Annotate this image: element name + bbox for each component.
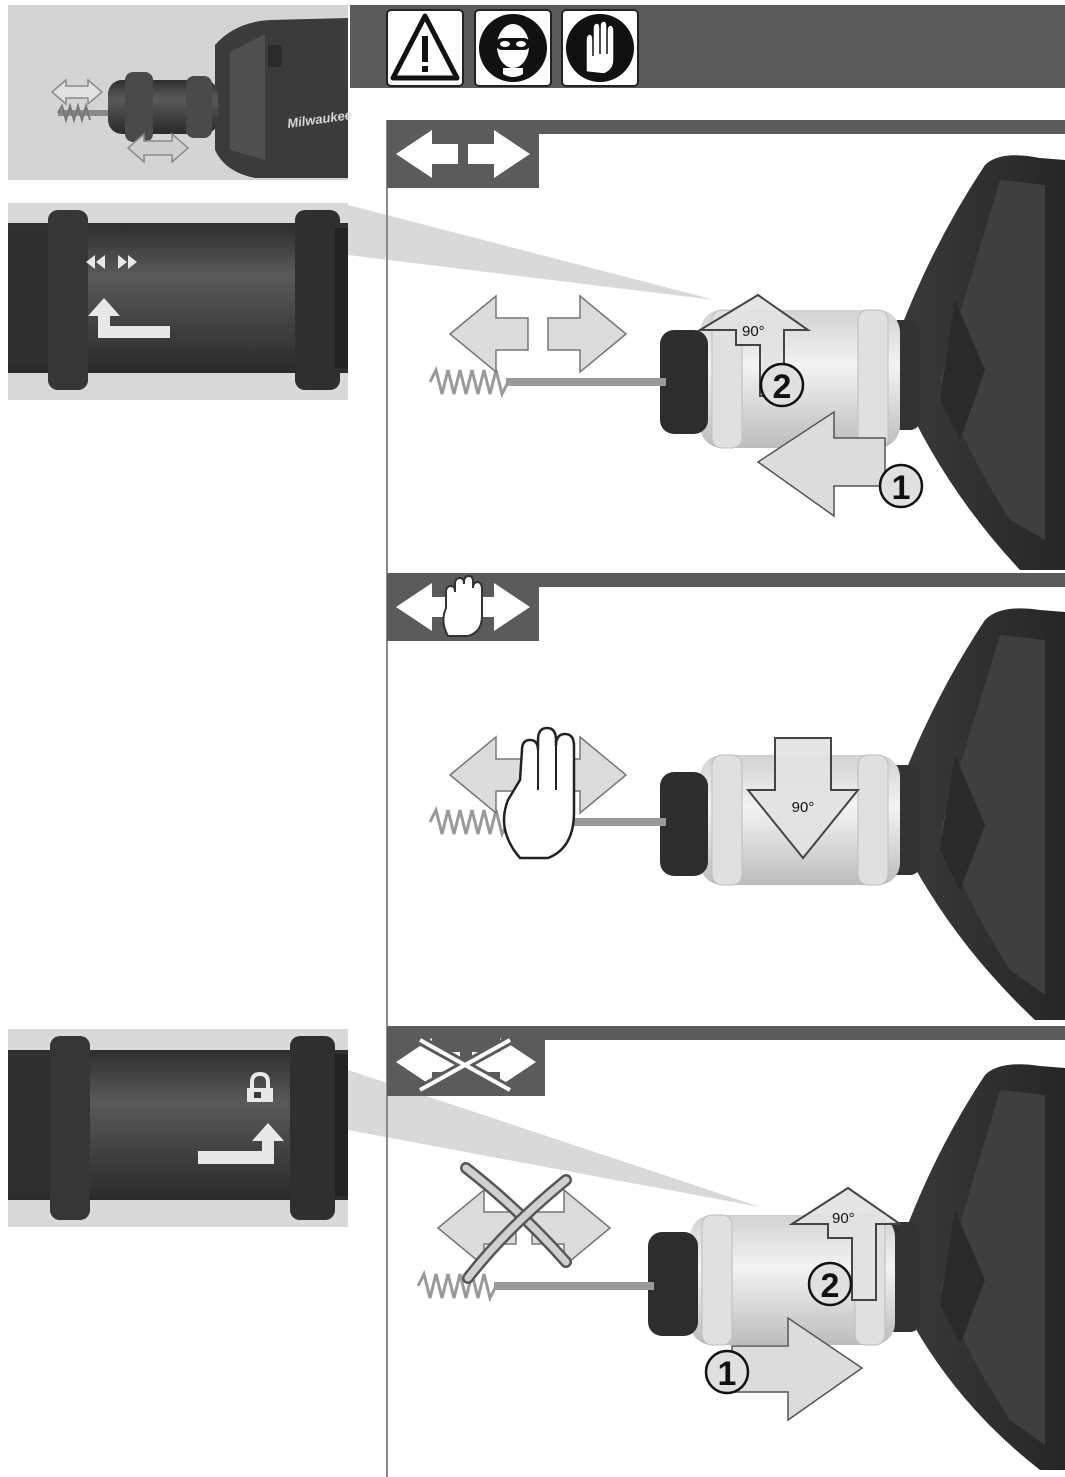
section-band-feed: [387, 120, 1065, 188]
rotate-arrow-icon: [88, 298, 170, 338]
rotate-arrow-icon: [198, 1123, 284, 1164]
step-2-badge: 2: [759, 362, 805, 408]
header-band: [350, 5, 1065, 88]
bidirectional-arrows-icon: [396, 130, 530, 178]
step-number: 1: [892, 469, 911, 507]
rotate-90-down-arrow: 90°: [745, 737, 861, 860]
section-band-lock: [387, 1026, 1065, 1096]
step-2-badge: 2: [807, 1261, 853, 1307]
warning-icon: [386, 9, 464, 87]
step-1-arrow: [756, 410, 886, 518]
callout-wedge: [348, 1070, 760, 1207]
step-number: 2: [821, 1267, 840, 1305]
drain-tool-lock: [416, 1064, 1065, 1470]
collar-detail-lock: [8, 1029, 348, 1227]
section-band-manual: [387, 573, 1065, 641]
push-back-arrows-disabled: [436, 1188, 612, 1268]
lock-symbol-icon: [247, 1071, 273, 1102]
callout-wedge: [348, 205, 715, 300]
drain-tool-feed: [428, 155, 1065, 570]
bidirectional-symbol-icon: [86, 255, 137, 269]
angle-label: 90°: [832, 1210, 855, 1227]
overview-photo: Milwaukee: [8, 5, 353, 180]
safety-gloves-icon: [561, 9, 639, 87]
angle-label: 90°: [792, 799, 815, 816]
step-1-badge: 1: [878, 463, 924, 509]
crossed-arrows-icon: [396, 1035, 536, 1095]
drain-tool-manual: [428, 608, 1065, 1020]
collar-detail-feed: [8, 203, 348, 400]
step-number: 2: [773, 368, 792, 406]
push-back-arrows: [448, 294, 628, 374]
safety-goggles-icon: [474, 9, 552, 87]
step-1-badge: 1: [704, 1349, 750, 1395]
hand-with-arrows-icon: [396, 574, 530, 637]
hand-icon: [502, 726, 576, 860]
rotate-90-arrow: 90°: [788, 1186, 904, 1301]
cross-out-mark: [460, 1162, 572, 1284]
angle-label: 90°: [742, 323, 765, 340]
step-number: 1: [718, 1355, 737, 1393]
